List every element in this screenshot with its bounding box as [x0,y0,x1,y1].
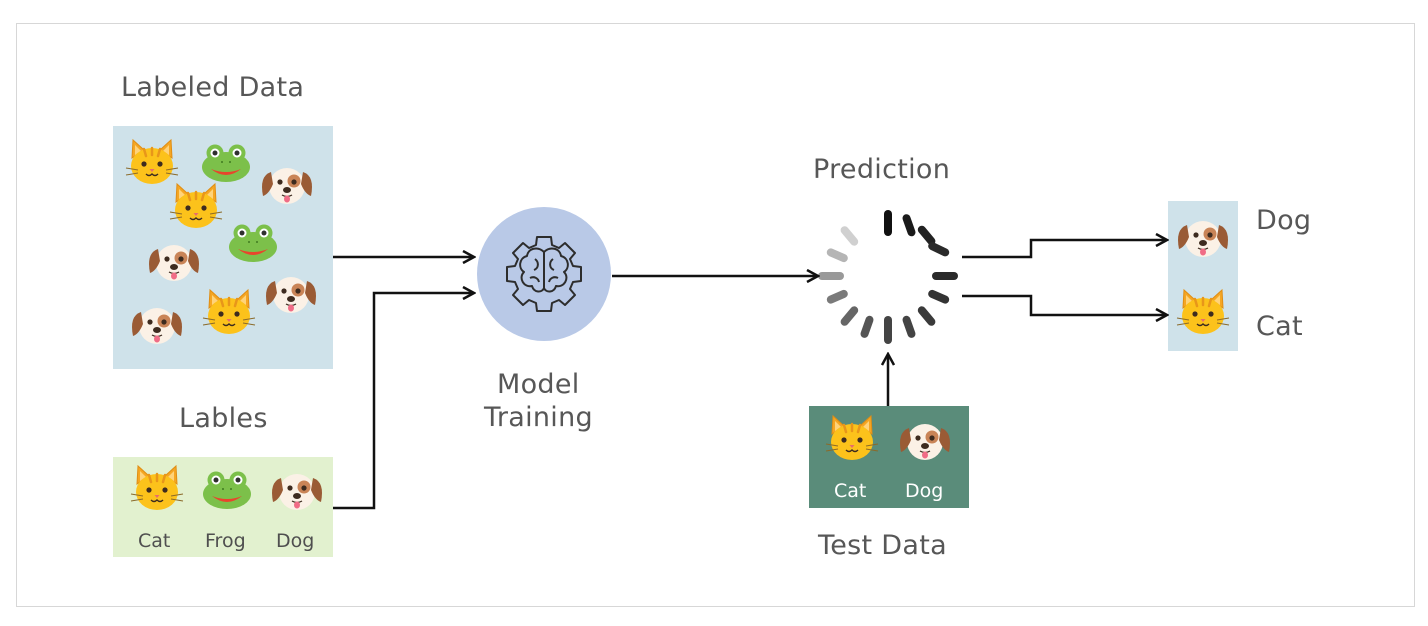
dog-face-icon [265,276,317,314]
loading-spinner-icon [818,210,958,344]
arrow-prediction-to-dog [962,240,1167,259]
cat-face-icon [1175,288,1231,336]
frog-face-icon [203,471,251,509]
cat-face-icon [824,414,880,462]
arrow-labels-to-model [333,293,474,510]
test-label-cat: Cat [834,480,867,502]
dog-face-icon [899,423,951,461]
dog-face-icon [148,244,200,282]
label-cat: Cat [138,530,171,552]
test-label-dog: Dog [905,480,944,502]
frog-face-icon [229,224,277,262]
label-dog: Dog [276,530,315,552]
model-training-line1: Model [497,369,580,400]
labeled-data-title: Labeled Data [121,72,305,103]
output-label-dog: Dog [1256,205,1312,236]
frog-face-icon [202,144,250,182]
dog-face-icon [1177,220,1229,258]
test-data-title: Test Data [818,530,947,561]
prediction-title: Prediction [813,154,951,185]
cat-face-icon [168,182,224,230]
output-label-cat: Cat [1256,311,1303,342]
dog-face-icon [261,167,313,205]
model-training-line2: Training [484,402,593,433]
diagram-frame [16,23,1415,607]
cat-face-icon [124,138,180,186]
arrow-prediction-to-cat [962,294,1167,315]
dog-face-icon [131,307,183,345]
cat-face-icon [201,288,257,336]
dog-face-icon [271,473,323,511]
label-frog: Frog [205,530,246,552]
labels-title: Lables [179,403,268,434]
cat-face-icon [129,464,185,512]
brain-gear-icon [506,236,582,312]
